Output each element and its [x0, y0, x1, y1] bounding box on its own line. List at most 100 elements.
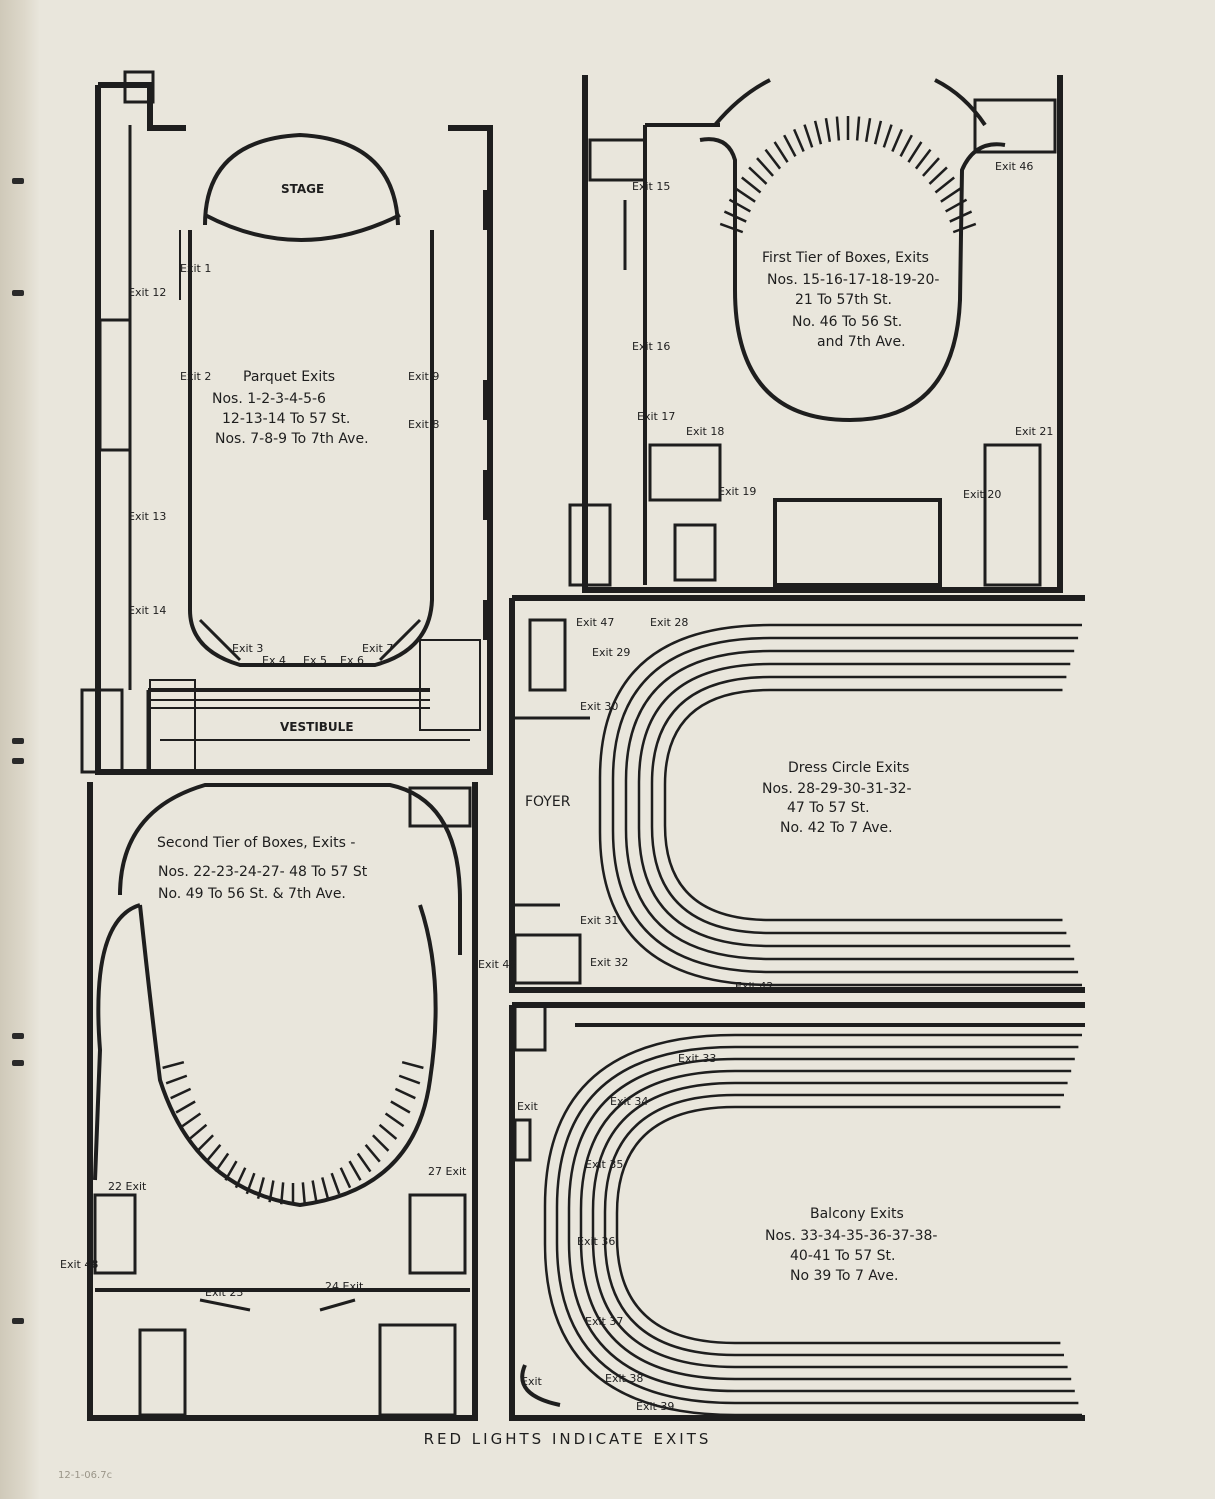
first-tier-box-divider: [728, 198, 751, 213]
balcony-row: [579, 1069, 1072, 1381]
exit-27-label: 27 Exit: [428, 1165, 467, 1178]
parquet-line-1: Nos. 1-2-3-4-5-6: [212, 391, 326, 407]
exit-23-label: Exit 23: [205, 1286, 243, 1299]
exit-left-lower-label: Exit: [521, 1375, 543, 1388]
exit-39-label: Exit 39: [636, 1400, 674, 1413]
second-tier-box-divider: [214, 1152, 230, 1173]
second-tier-box-divider: [401, 1060, 424, 1070]
exit-18-label: Exit 18: [686, 425, 724, 438]
first-tier-box-divider: [773, 141, 789, 163]
first-tier-title: First Tier of Boxes, Exits: [762, 250, 929, 266]
first-tier-box-divider: [835, 116, 841, 141]
dress-circle-plan: [509, 595, 1085, 993]
dress-circle-row: [650, 675, 1067, 935]
balcony-row: [591, 1081, 1068, 1369]
second-tier-box-divider: [279, 1182, 285, 1205]
balcony-seating: [543, 1033, 1082, 1417]
first-tier-box-divider: [741, 176, 762, 194]
parquet-title: Parquet Exits: [243, 369, 335, 385]
exit-13-label: Exit 13: [128, 510, 166, 523]
first-tier-box-divider: [873, 120, 883, 145]
exit-37-label: Exit 37: [585, 1315, 623, 1328]
stage-label: STAGE: [281, 182, 324, 196]
foyer-label: FOYER: [525, 794, 571, 810]
first-tier-box-divider: [764, 148, 782, 170]
exit-16-label: Exit 16: [632, 340, 670, 353]
binding-stitch: [12, 178, 24, 184]
first-tier-box-divider: [940, 187, 962, 203]
exit-34-label: Exit 34: [610, 1095, 648, 1108]
second-tier-box-divider: [245, 1172, 256, 1195]
exit-42-label: Exit 42: [735, 980, 773, 993]
first-tier-box-divider: [783, 134, 797, 157]
dress-circle-line-1: Nos. 28-29-30-31-32-: [762, 781, 912, 797]
second-tier-line-2: No. 49 To 56 St. & 7th Ave.: [158, 886, 346, 902]
binding-stitch: [12, 290, 24, 296]
second-tier-box-divider: [170, 1087, 192, 1100]
exit-left-upper-label: Exit: [517, 1100, 539, 1113]
balcony-row: [555, 1045, 1079, 1405]
exit-2-label: Exit 2: [180, 370, 211, 383]
exit-38-label: Exit 38: [605, 1372, 643, 1385]
exit-4-label: Ex 4: [262, 654, 286, 667]
exit-48-label: Exit 48: [60, 1258, 98, 1271]
second-tier-box-divider: [162, 1060, 185, 1070]
first-tier-box-divider: [922, 157, 940, 177]
exit-28-label: Exit 28: [650, 616, 688, 629]
second-tier-box-divider: [390, 1100, 411, 1114]
balcony-row: [615, 1105, 1061, 1345]
second-tier-title: Second Tier of Boxes, Exits -: [157, 835, 355, 851]
balcony-row: [543, 1033, 1082, 1417]
second-tier-box-divider: [311, 1180, 318, 1203]
second-tier-box-divider: [372, 1134, 390, 1152]
balcony-line-2: 40-41 To 57 St.: [790, 1248, 895, 1264]
balcony-row: [567, 1057, 1075, 1393]
dress-circle-row: [624, 649, 1075, 961]
exit-6-label: Ex 6: [340, 654, 364, 667]
dress-circle-line-3: No. 42 To 7 Ave.: [780, 820, 893, 836]
exit-49-label: Exit 49: [478, 958, 516, 971]
dress-circle-seating: [598, 623, 1082, 987]
second-tier-box-divider: [398, 1074, 421, 1085]
first-tier-box-divider: [734, 187, 756, 203]
first-tier-box-divider: [945, 198, 968, 213]
exit-35-label: Exit 35: [585, 1158, 623, 1171]
exit-17-label: Exit 17: [637, 410, 675, 423]
exit-24-label: 24 Exit: [325, 1280, 364, 1293]
exit-5-label: Ex 5: [303, 654, 327, 667]
exit-15-label: Exit 15: [632, 180, 670, 193]
dress-circle-title: Dress Circle Exits: [788, 760, 909, 776]
balcony-line-3: No 39 To 7 Ave.: [790, 1268, 898, 1284]
second-tier-box-divider: [330, 1172, 341, 1195]
first-tier-box-divider: [899, 134, 913, 157]
parquet-line-3: Nos. 7-8-9 To 7th Ave.: [215, 431, 369, 447]
first-tier-box-divider: [949, 210, 973, 223]
first-tier-box-divider: [928, 166, 948, 185]
second-tier-box-divider: [378, 1123, 398, 1140]
first-tier-box-divider: [748, 166, 768, 185]
first-tier-box-divider: [756, 157, 774, 177]
second-tier-box-divider: [394, 1087, 416, 1100]
first-tier-box-divider: [864, 117, 872, 143]
exit-3-label: Exit 3: [232, 642, 263, 655]
parquet-plan: [80, 70, 493, 775]
second-tier-box-divider: [175, 1100, 196, 1114]
second-tier-plan: [87, 782, 478, 1421]
exit-9-label: Exit 9: [408, 370, 439, 383]
second-tier-box-divider: [256, 1177, 265, 1200]
dress-circle-line-2: 47 To 57 St.: [787, 800, 870, 816]
box-partitions: [162, 116, 977, 1205]
first-tier-box-divider: [891, 128, 904, 152]
exit-20-label: Exit 20: [963, 488, 1001, 501]
first-tier-box-divider: [907, 141, 923, 163]
second-tier-box-divider: [364, 1144, 381, 1163]
exit-1-label: Exit 1: [180, 262, 211, 275]
first-tier-box-divider: [803, 124, 814, 148]
second-tier-box-divider: [165, 1074, 188, 1085]
balcony-title: Balcony Exits: [810, 1206, 904, 1222]
balcony-plan: [509, 1002, 1085, 1421]
exit-7-label: Exit 7: [362, 642, 393, 655]
first-tier-box-divider: [882, 124, 893, 148]
second-tier-box-divider: [301, 1182, 307, 1205]
exit-30-label: Exit 30: [580, 700, 618, 713]
